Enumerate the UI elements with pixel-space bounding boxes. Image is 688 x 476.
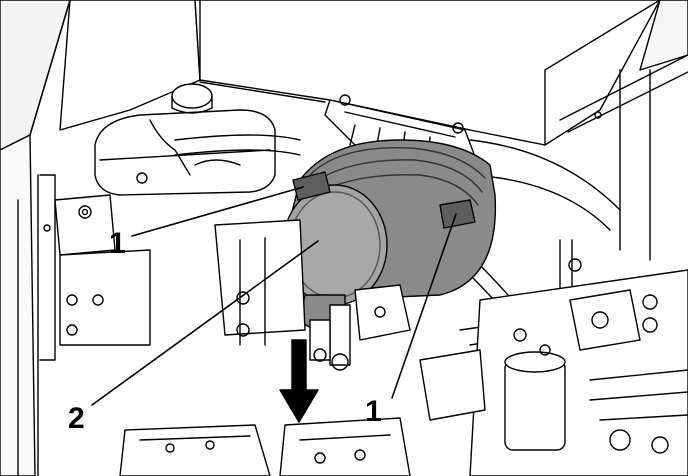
leader-line-2 <box>91 240 319 406</box>
arrow-down-icon <box>279 339 319 423</box>
coolant-reservoir <box>94 83 276 196</box>
bottom-manifold <box>119 417 411 476</box>
callout-label-clamp-left: 1 <box>109 227 126 260</box>
left-frame-panel <box>0 0 71 476</box>
engine-block <box>419 258 688 476</box>
top-cover-panel <box>59 0 661 146</box>
callout-label-filter-body: 2 <box>68 402 85 435</box>
actuator-assembly <box>214 219 411 371</box>
callout-label-clamp-right: 1 <box>365 395 382 428</box>
filter-clamps <box>292 171 476 229</box>
right-frame-panel <box>559 0 688 261</box>
leader-line-1-left <box>131 186 304 237</box>
left-mounting-bracket <box>39 174 151 361</box>
leader-line-1-right <box>391 213 457 399</box>
callout-leaders <box>91 186 457 406</box>
